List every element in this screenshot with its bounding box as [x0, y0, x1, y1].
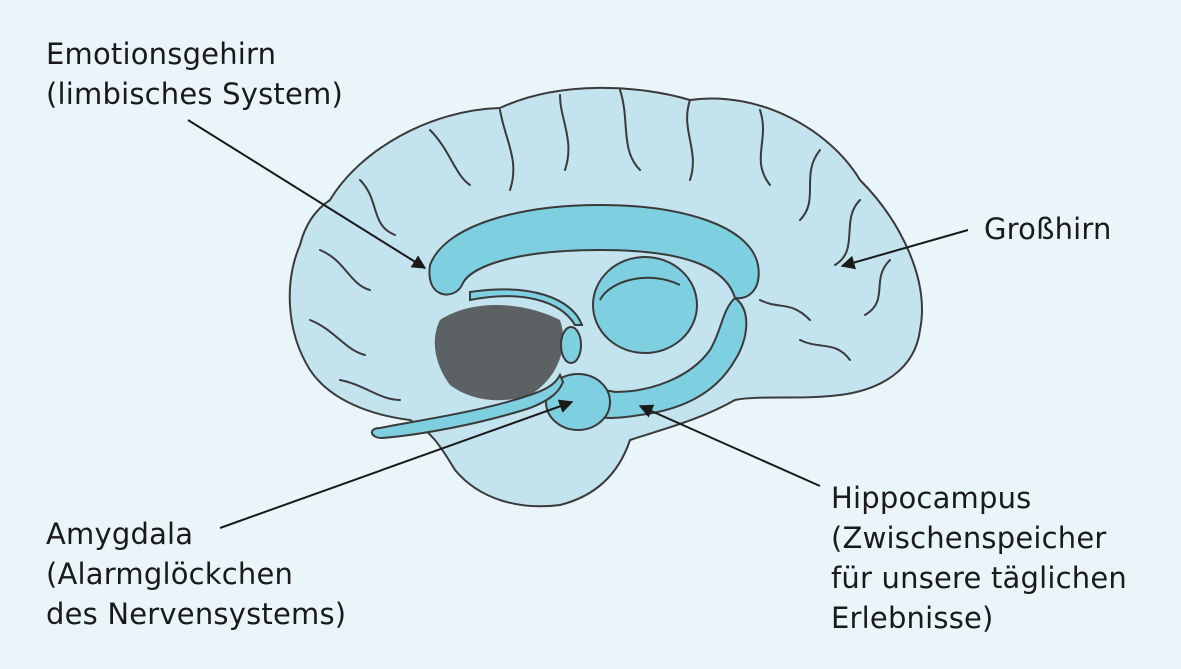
- label-amygdala-line2: (Alarmglöckchen: [46, 557, 294, 591]
- mammillary-body: [560, 326, 582, 364]
- label-amygdala-line1: Amygdala: [46, 517, 194, 551]
- label-hippocampus: Hippocampus (Zwischenspeicher für unsere…: [831, 478, 1127, 638]
- thalamus: [592, 256, 698, 354]
- arrow-hippocampus: [638, 404, 821, 487]
- fornix: [469, 288, 584, 326]
- inner-shadow: [434, 305, 564, 401]
- amygdala-shape: [545, 373, 611, 431]
- label-amygdala-line3: des Nervensystems): [46, 597, 347, 631]
- label-hippocampus-line4: Erlebnisse): [831, 601, 994, 635]
- label-grosshirn: Großhirn: [984, 209, 1112, 249]
- arrow-amygdala: [219, 399, 574, 529]
- olfactory-tract: [371, 372, 565, 440]
- label-grosshirn-line1: Großhirn: [984, 212, 1112, 246]
- label-emotionsgehirn-line1: Emotionsgehirn: [46, 37, 277, 71]
- arrow-emotionsgehirn: [187, 119, 427, 269]
- label-emotionsgehirn: Emotionsgehirn (limbisches System): [46, 34, 343, 114]
- label-hippocampus-line1: Hippocampus: [831, 481, 1032, 515]
- label-hippocampus-line3: für unsere täglichen: [831, 561, 1127, 595]
- arrow-grosshirn: [840, 229, 969, 270]
- label-emotionsgehirn-line2: (limbisches System): [46, 77, 344, 111]
- label-hippocampus-line2: (Zwischenspeicher: [831, 521, 1107, 555]
- label-amygdala: Amygdala (Alarmglöckchen des Nervensyste…: [46, 514, 346, 634]
